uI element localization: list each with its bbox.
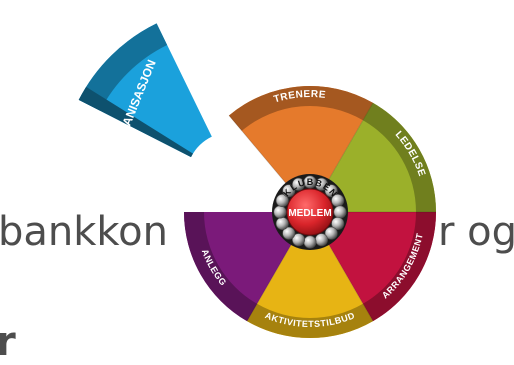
hub-bead bbox=[324, 184, 338, 198]
hub-bead bbox=[333, 205, 347, 219]
segment-arrangement-band bbox=[363, 212, 436, 322]
hub-ring-letter: L bbox=[288, 181, 299, 193]
hub-bead bbox=[282, 226, 296, 240]
background-text-left: bankkon bbox=[0, 209, 168, 255]
hub-bead bbox=[314, 177, 328, 191]
hub-bead bbox=[275, 194, 289, 208]
segment-aktivitetstilbud-band bbox=[247, 303, 373, 338]
hub-bead bbox=[273, 205, 287, 219]
segment-trenere-band bbox=[229, 86, 373, 131]
hub-center-label: MEDLEM bbox=[288, 208, 331, 219]
hub-ring-letter: K bbox=[281, 187, 293, 199]
hub-bead bbox=[303, 235, 317, 249]
club-wheel-diagram: ORGANISASJON TRENERELEDELSEARRANGEMENTAK… bbox=[78, 23, 436, 338]
hub-bead bbox=[292, 177, 306, 191]
hub-bead bbox=[282, 184, 296, 198]
segment-aktivitetstilbud[interactable] bbox=[247, 212, 373, 338]
hub-bead bbox=[275, 216, 289, 230]
segment-trenere[interactable] bbox=[229, 86, 373, 212]
hub-ring-letter: N bbox=[327, 187, 339, 198]
hub-ring-letter: U bbox=[297, 178, 306, 189]
hub-bead bbox=[314, 233, 328, 247]
segment-anlegg-band bbox=[184, 212, 257, 322]
hub-bead bbox=[324, 226, 338, 240]
background-text-right: r og bbox=[438, 209, 514, 255]
hub-bead bbox=[292, 233, 306, 247]
segment-ledelse-band bbox=[363, 102, 436, 212]
hub-center[interactable] bbox=[286, 188, 334, 236]
segment-organisasjon-edge bbox=[78, 86, 193, 158]
hub-ring-letter: E bbox=[321, 181, 332, 193]
hub-bead bbox=[331, 216, 345, 230]
hub-ring-letter: B bbox=[314, 178, 324, 190]
hub-ring-letter: B bbox=[307, 177, 314, 187]
segment-organisasjon-band bbox=[78, 23, 168, 111]
